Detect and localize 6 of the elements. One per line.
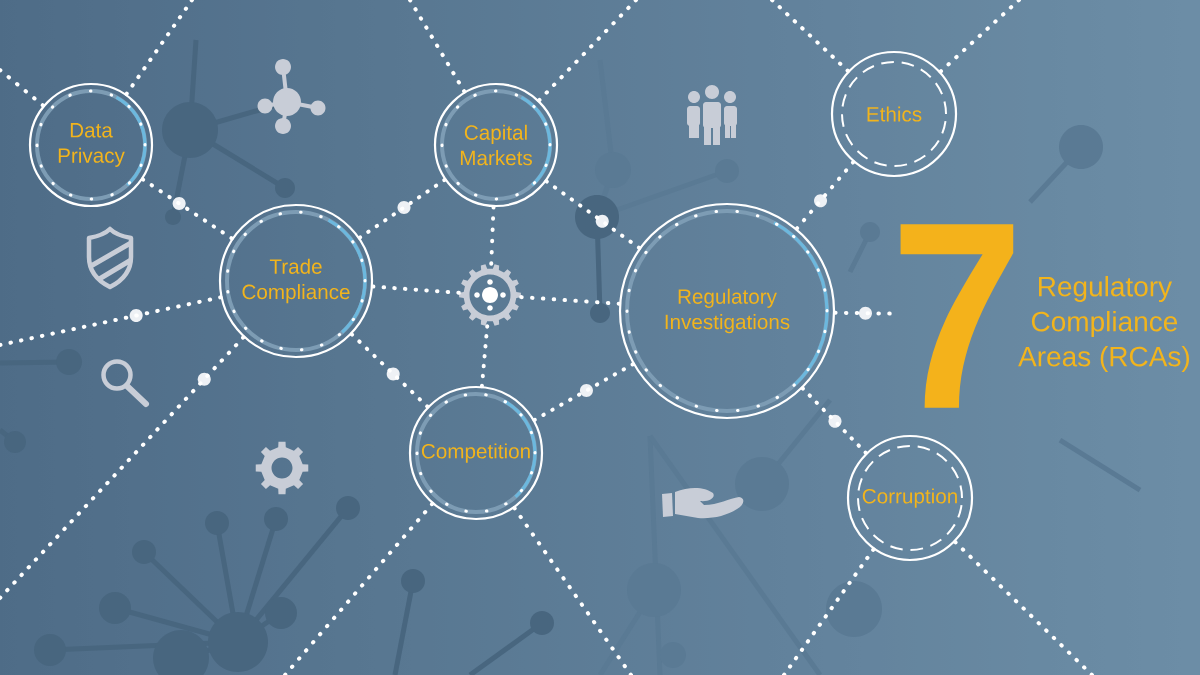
dotted-connector [537,0,638,103]
dotted-connector [408,0,467,94]
dotted-connector [770,0,850,73]
dotted-connector [938,0,1021,74]
dotted-connector [124,0,194,97]
dotted-connector [0,68,46,108]
